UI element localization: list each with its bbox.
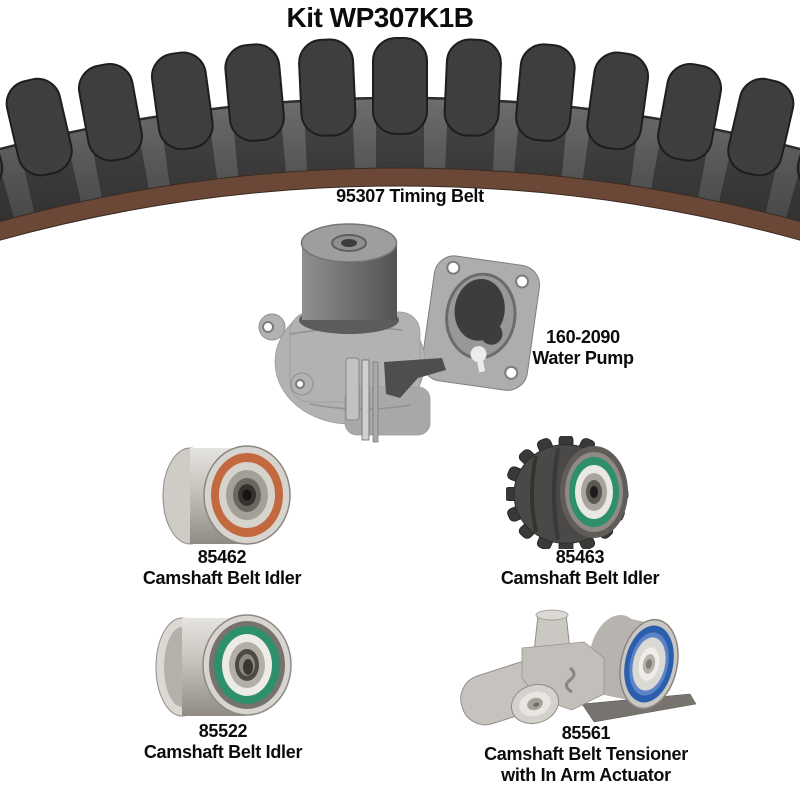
- idler-85463-label: 85463 Camshaft Belt Idler: [470, 547, 690, 589]
- water-pump-part-number: 160-2090: [546, 327, 620, 347]
- tensioner-name-line1: Camshaft Belt Tensioner: [484, 744, 688, 764]
- belt-bottom-edge: [0, 167, 800, 241]
- idler-85522-face: [202, 614, 292, 716]
- tensioner-85561-label: 85561 Camshaft Belt Tensioner with In Ar…: [460, 723, 712, 786]
- idler-85462-part-number: 85462: [197, 547, 247, 567]
- water-pump-image: [258, 223, 541, 443]
- idler-85522-image: [155, 614, 292, 717]
- idler-85463-part-number: 85463: [555, 547, 605, 567]
- tensioner-pulley-face: [619, 618, 679, 710]
- belt-teeth: [0, 37, 800, 195]
- tensioner-spring-detail: [565, 666, 576, 694]
- tensioner-85561-image: [460, 609, 697, 726]
- water-pump-ear-hole: [262, 321, 274, 333]
- idler-85522-part-number: 85522: [198, 721, 248, 741]
- water-pump-name: Water Pump: [532, 348, 634, 368]
- water-pump-label: 160-2090 Water Pump: [483, 327, 683, 369]
- timing-belt-image: [0, 37, 800, 241]
- water-pump-crease2: [309, 403, 411, 411]
- idler-85463-image: [506, 436, 629, 549]
- water-pump-ear2-hole: [295, 379, 305, 389]
- timing-belt-label: 95307 Timing Belt: [336, 186, 484, 206]
- tensioner-part-number: 85561: [561, 723, 611, 743]
- idler-85463-face: [560, 446, 628, 538]
- tensioner-name-line2: with In Arm Actuator: [501, 765, 671, 785]
- tensioner-arm-end: [510, 683, 560, 725]
- idler-85462-label: 85462 Camshaft Belt Idler: [112, 547, 332, 589]
- water-pump-flange: [421, 255, 541, 391]
- idler-85462-name: Camshaft Belt Idler: [142, 568, 302, 588]
- idler-85522-name: Camshaft Belt Idler: [143, 742, 303, 762]
- idler-85462-face: [203, 445, 291, 545]
- idler-85462-image: [162, 445, 291, 545]
- water-pump-bracket: [345, 357, 446, 443]
- idler-85522-label: 85522 Camshaft Belt Idler: [113, 721, 333, 763]
- idler-85463-name: Camshaft Belt Idler: [500, 568, 660, 588]
- water-pump-hub: [299, 223, 399, 334]
- kit-title: Kit WP307K1B: [286, 2, 474, 33]
